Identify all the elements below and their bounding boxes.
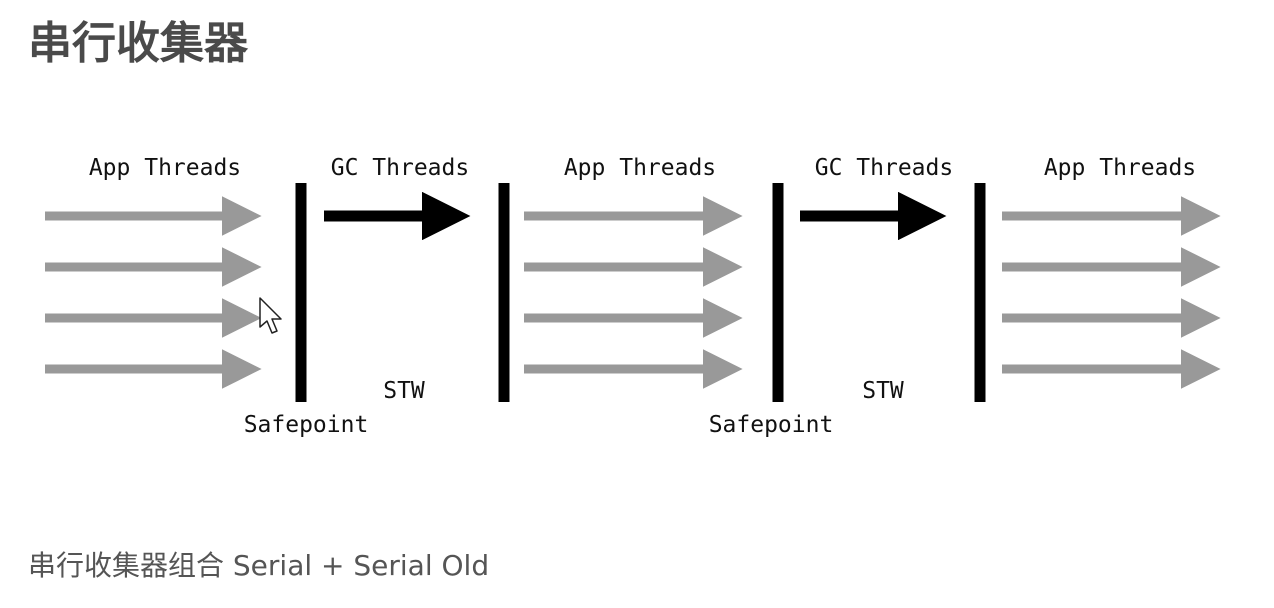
stw-label-1: STW bbox=[383, 378, 425, 404]
safepoint-label-1: Safepoint bbox=[244, 412, 369, 438]
phase-label-app-2: App Threads bbox=[564, 155, 716, 181]
phase-label-app-3: App Threads bbox=[1044, 155, 1196, 181]
phase-label-gc-1: GC Threads bbox=[331, 155, 469, 181]
page-title: 串行收集器 bbox=[28, 18, 248, 69]
stw-label-2: STW bbox=[862, 378, 904, 404]
mouse-cursor-icon bbox=[259, 297, 282, 334]
phase-label-gc-2: GC Threads bbox=[815, 155, 953, 181]
phase-label-app-1: App Threads bbox=[89, 155, 241, 181]
safepoint-label-2: Safepoint bbox=[709, 412, 834, 438]
caption: 串行收集器组合 Serial + Serial Old bbox=[28, 549, 490, 582]
